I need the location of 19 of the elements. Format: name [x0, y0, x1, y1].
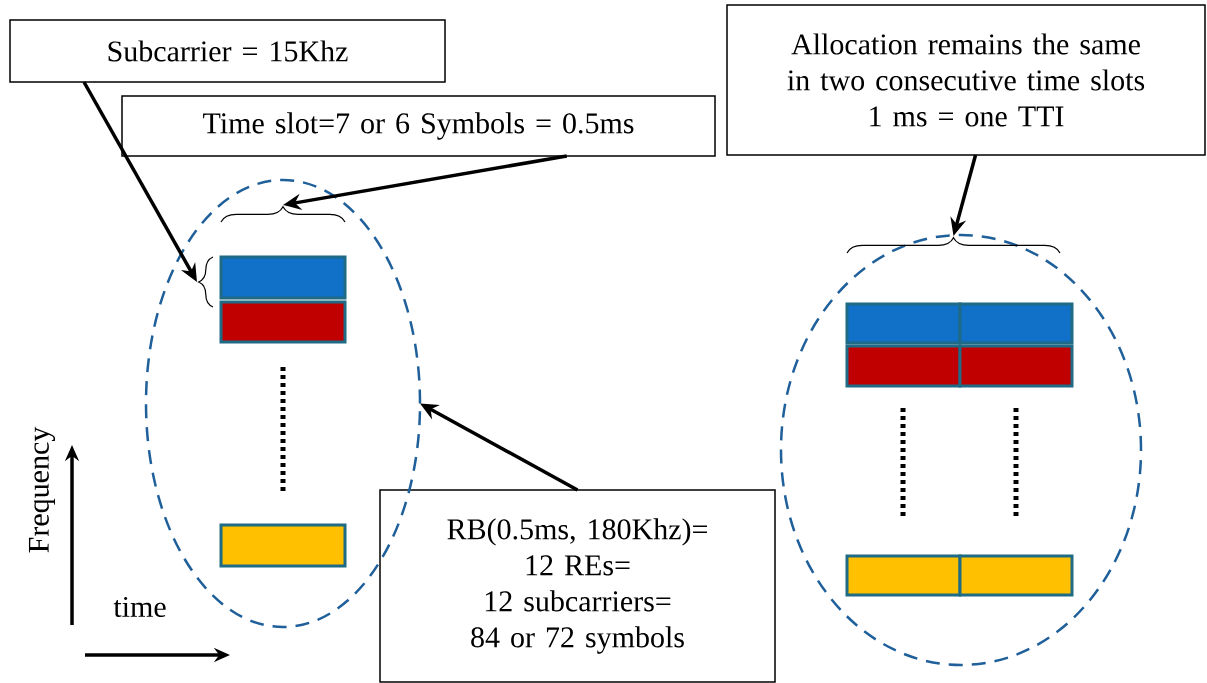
- dashed-ellipse: [779, 233, 1143, 667]
- resource-block: [845, 302, 962, 345]
- curly-brace: [220, 206, 346, 223]
- curly-brace: [846, 237, 1061, 254]
- text-box: Time slot=7 or 6 Symbols = 0.5ms: [121, 95, 716, 157]
- resource-block: [958, 554, 1074, 597]
- resource-block: [958, 302, 1074, 345]
- axis-label: time: [113, 596, 166, 618]
- resource-block: [219, 255, 347, 300]
- curly-brace: [198, 256, 214, 308]
- resource-block: [219, 300, 347, 344]
- text-box: RB(0.5ms, 180Khz)= 12 REs= 12 subcarriers= 84 or 72 symbols: [379, 489, 776, 683]
- resource-block: [845, 554, 962, 597]
- resource-block: [845, 344, 962, 388]
- resource-block: [958, 344, 1074, 388]
- axis-label: Frequency: [28, 426, 56, 553]
- resource-block: [219, 523, 347, 568]
- text-box: Allocation remains the same in two consecutive time slots 1 ms = one TTI: [726, 4, 1206, 156]
- text-box: Subcarrier = 15Khz: [9, 19, 446, 83]
